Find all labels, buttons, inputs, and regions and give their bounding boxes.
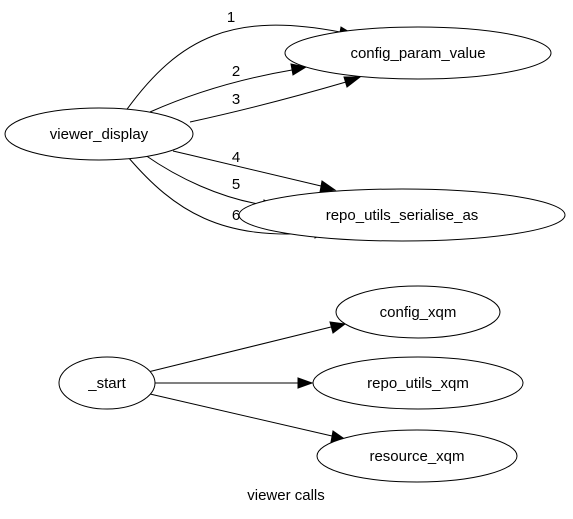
edge-2: 2 xyxy=(149,63,308,113)
edge-3: 3 xyxy=(189,76,362,123)
node-label-config-xqm: config_xqm xyxy=(380,304,457,321)
node-label-repo-utils-xqm: repo_utils_xqm xyxy=(367,375,469,392)
node-label-config-param-value: config_param_value xyxy=(350,45,485,62)
node-label-start: _start xyxy=(87,375,126,392)
edge-start-config-xqm xyxy=(147,321,347,373)
node-repo-utils-xqm[interactable]: repo_utils_xqm xyxy=(312,356,524,410)
node-label-resource-xqm: resource_xqm xyxy=(369,448,464,465)
node-config-param-value[interactable]: config_param_value xyxy=(284,26,552,80)
graph-caption: viewer calls xyxy=(247,487,325,504)
node-label-viewer-display: viewer_display xyxy=(50,126,149,143)
node-config-xqm[interactable]: config_xqm xyxy=(335,285,501,339)
node-repo-utils-serialise-as[interactable]: repo_utils_serialise_as xyxy=(238,188,566,242)
node-start[interactable]: _start xyxy=(58,356,156,410)
node-viewer-display[interactable]: viewer_display xyxy=(4,107,194,161)
edge-label-3: 3 xyxy=(232,91,240,108)
edge-start-repo-utils-xqm xyxy=(155,377,314,389)
edge-label-5: 5 xyxy=(232,176,240,193)
edge-label-2: 2 xyxy=(232,63,240,80)
edge-4: 4 xyxy=(172,149,337,193)
edge-label-6: 6 xyxy=(232,207,240,224)
edge-label-1: 1 xyxy=(227,9,235,26)
node-resource-xqm[interactable]: resource_xqm xyxy=(316,429,518,483)
edge-label-4: 4 xyxy=(232,149,240,166)
node-label-repo-utils-serialise-as: repo_utils_serialise_as xyxy=(326,207,479,224)
edge-start-resource-xqm xyxy=(149,393,348,443)
